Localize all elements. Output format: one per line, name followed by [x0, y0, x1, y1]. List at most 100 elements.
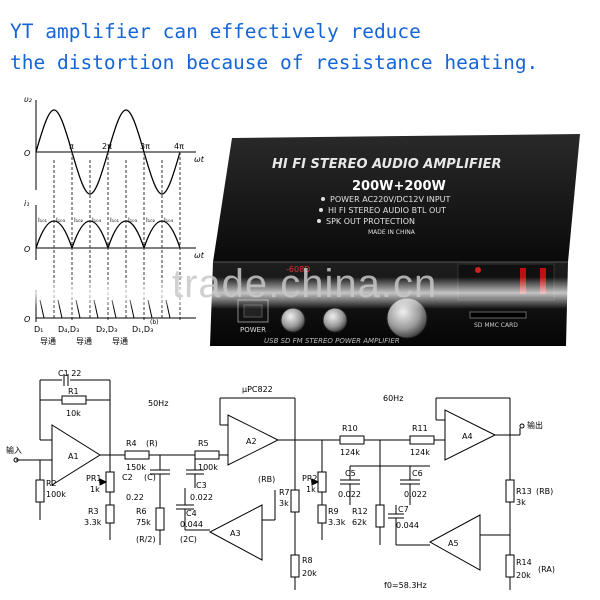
r7-tag: (RB)	[258, 475, 275, 484]
op-amp-a5	[428, 514, 481, 571]
amp-model: -608D	[286, 265, 310, 274]
c2-tag: (C)	[144, 473, 156, 482]
amp-bottom-text: USB SD FM STEREO POWER AMPLIFIER	[264, 337, 400, 345]
x-label-bottom: ωt	[194, 251, 205, 260]
pr2-name: PR2	[302, 474, 317, 483]
r12-name: R12	[352, 507, 368, 516]
diode-label: D₂,D₃	[96, 325, 117, 334]
r9-value: 3.3k	[328, 518, 346, 527]
watermark-text: trade.china.cn	[172, 262, 438, 306]
diode-label: D₁	[34, 325, 43, 334]
op-amp-a1	[51, 424, 101, 486]
top-y-label: υ₂	[24, 95, 33, 104]
r7-name: R7	[279, 488, 290, 497]
pr1-value: 1k	[90, 485, 100, 494]
r14-tag: (RA)	[538, 565, 555, 574]
c6-value: 0.022	[404, 490, 427, 499]
f0-label: f0=58.3Hz	[384, 581, 427, 590]
amp-power-rating: 200W+200W	[352, 179, 446, 194]
conduct-label: 导通	[112, 336, 128, 346]
r13-name: R13	[516, 487, 532, 496]
freq-60hz-label: 60Hz	[383, 394, 403, 403]
amp-label-a5: A5	[448, 539, 459, 548]
amp-label-a1: A1	[68, 452, 79, 461]
headline-line-1: YT amplifier can effectively reduce	[10, 20, 421, 43]
r1-value: 10k	[66, 409, 81, 418]
r5-name: R5	[198, 439, 209, 448]
current-labels: I₁₀₁ I₁₀₃ I₁₀₂ I₁₀₄ I₁₀₁ I₁₀₃ I₁₀₂ I₁₀₄	[38, 217, 174, 224]
tick-3pi: 3π	[140, 142, 150, 151]
r11-name: R11	[412, 424, 428, 433]
r3-name: R3	[88, 507, 99, 516]
amp-title: HI FI STEREO AUDIO AMPLIFIER	[272, 157, 502, 172]
current-label: I₁₀₃	[56, 217, 66, 224]
r9-name: R9	[328, 507, 339, 516]
amp-made-in: MADE IN CHINA	[368, 229, 416, 236]
current-label: I₁₀₄	[164, 217, 174, 224]
tick-2pi: 2π	[102, 142, 112, 151]
amp-feature: SPK OUT PROTECTION	[326, 217, 415, 226]
r8-value: 20k	[302, 569, 317, 578]
bottom-y-label: i₁	[24, 199, 29, 208]
r11-value: 124k	[410, 448, 430, 457]
r6-value: 75k	[136, 518, 151, 527]
power-button-label: POWER	[240, 326, 266, 334]
diode-label: D₄,D₃	[58, 325, 79, 334]
c4-name: C4	[186, 509, 197, 518]
op-amp-a3	[208, 504, 263, 561]
freq-50hz-label: 50Hz	[148, 399, 168, 408]
headline-line-2: the distortion because of resistance hea…	[10, 51, 539, 74]
amp-feature: HI FI STEREO AUDIO BTL OUT	[328, 206, 446, 215]
c7-value: 0.044	[396, 521, 419, 530]
sd-card-slot[interactable]	[469, 311, 527, 319]
watermark-band	[0, 277, 600, 309]
tick-4pi: 4π	[174, 142, 184, 151]
r1-name: R1	[68, 387, 79, 396]
amp-feature: POWER AC220V/DC12V INPUT	[330, 195, 451, 204]
origin-label-bottom: O	[24, 245, 30, 254]
r2-value: 100k	[46, 490, 66, 499]
x-label-top: ωt	[194, 155, 205, 164]
r6-name: R6	[136, 507, 147, 516]
amp-label-a3: A3	[230, 529, 241, 538]
amp-label-a4: A4	[462, 432, 473, 441]
conduct-label: 导通	[40, 336, 56, 346]
r12-value: 62k	[352, 518, 367, 527]
r4-tag: (R)	[146, 439, 158, 448]
headline: YT amplifier can effectively reduce the …	[10, 16, 595, 78]
r14-name: R14	[516, 558, 532, 567]
c1-label: C1 22	[58, 369, 81, 378]
current-label: I₁₀₃	[128, 217, 138, 224]
c2-value: 0.22	[126, 493, 144, 502]
c2-name: C2	[122, 473, 133, 482]
op-amp-a2	[227, 414, 280, 466]
origin-label-pulse: O	[24, 315, 30, 324]
r13-value: 3k	[516, 498, 526, 507]
current-label: I₁₀₄	[92, 217, 102, 224]
c7-name: C7	[398, 505, 409, 514]
op-amp-a4	[444, 409, 497, 461]
r13-tag: (RB)	[536, 487, 553, 496]
r5-value: 100k	[198, 463, 218, 472]
c3-name: C3	[196, 481, 207, 490]
r14-value: 20k	[516, 571, 531, 580]
output-label: 输出	[527, 420, 543, 430]
chip-label: μPC822	[242, 385, 273, 394]
c4-value: 0.044	[180, 520, 203, 529]
r4-value: 150k	[126, 463, 146, 472]
origin-label-top: O	[24, 149, 30, 158]
r8-name: R8	[302, 556, 313, 565]
r10-value: 124k	[340, 448, 360, 457]
pr2-value: 1k	[306, 485, 316, 494]
c3-value: 0.022	[190, 493, 213, 502]
r2-name: R2	[46, 479, 57, 488]
c4-tag: (2C)	[180, 535, 197, 544]
r6-tag: (R/2)	[136, 535, 156, 544]
amp-label-a2: A2	[246, 437, 257, 446]
tick-pi: π	[69, 142, 74, 151]
r10-name: R10	[342, 424, 358, 433]
indicator-led	[475, 267, 481, 273]
c5-name: C5	[345, 469, 356, 478]
